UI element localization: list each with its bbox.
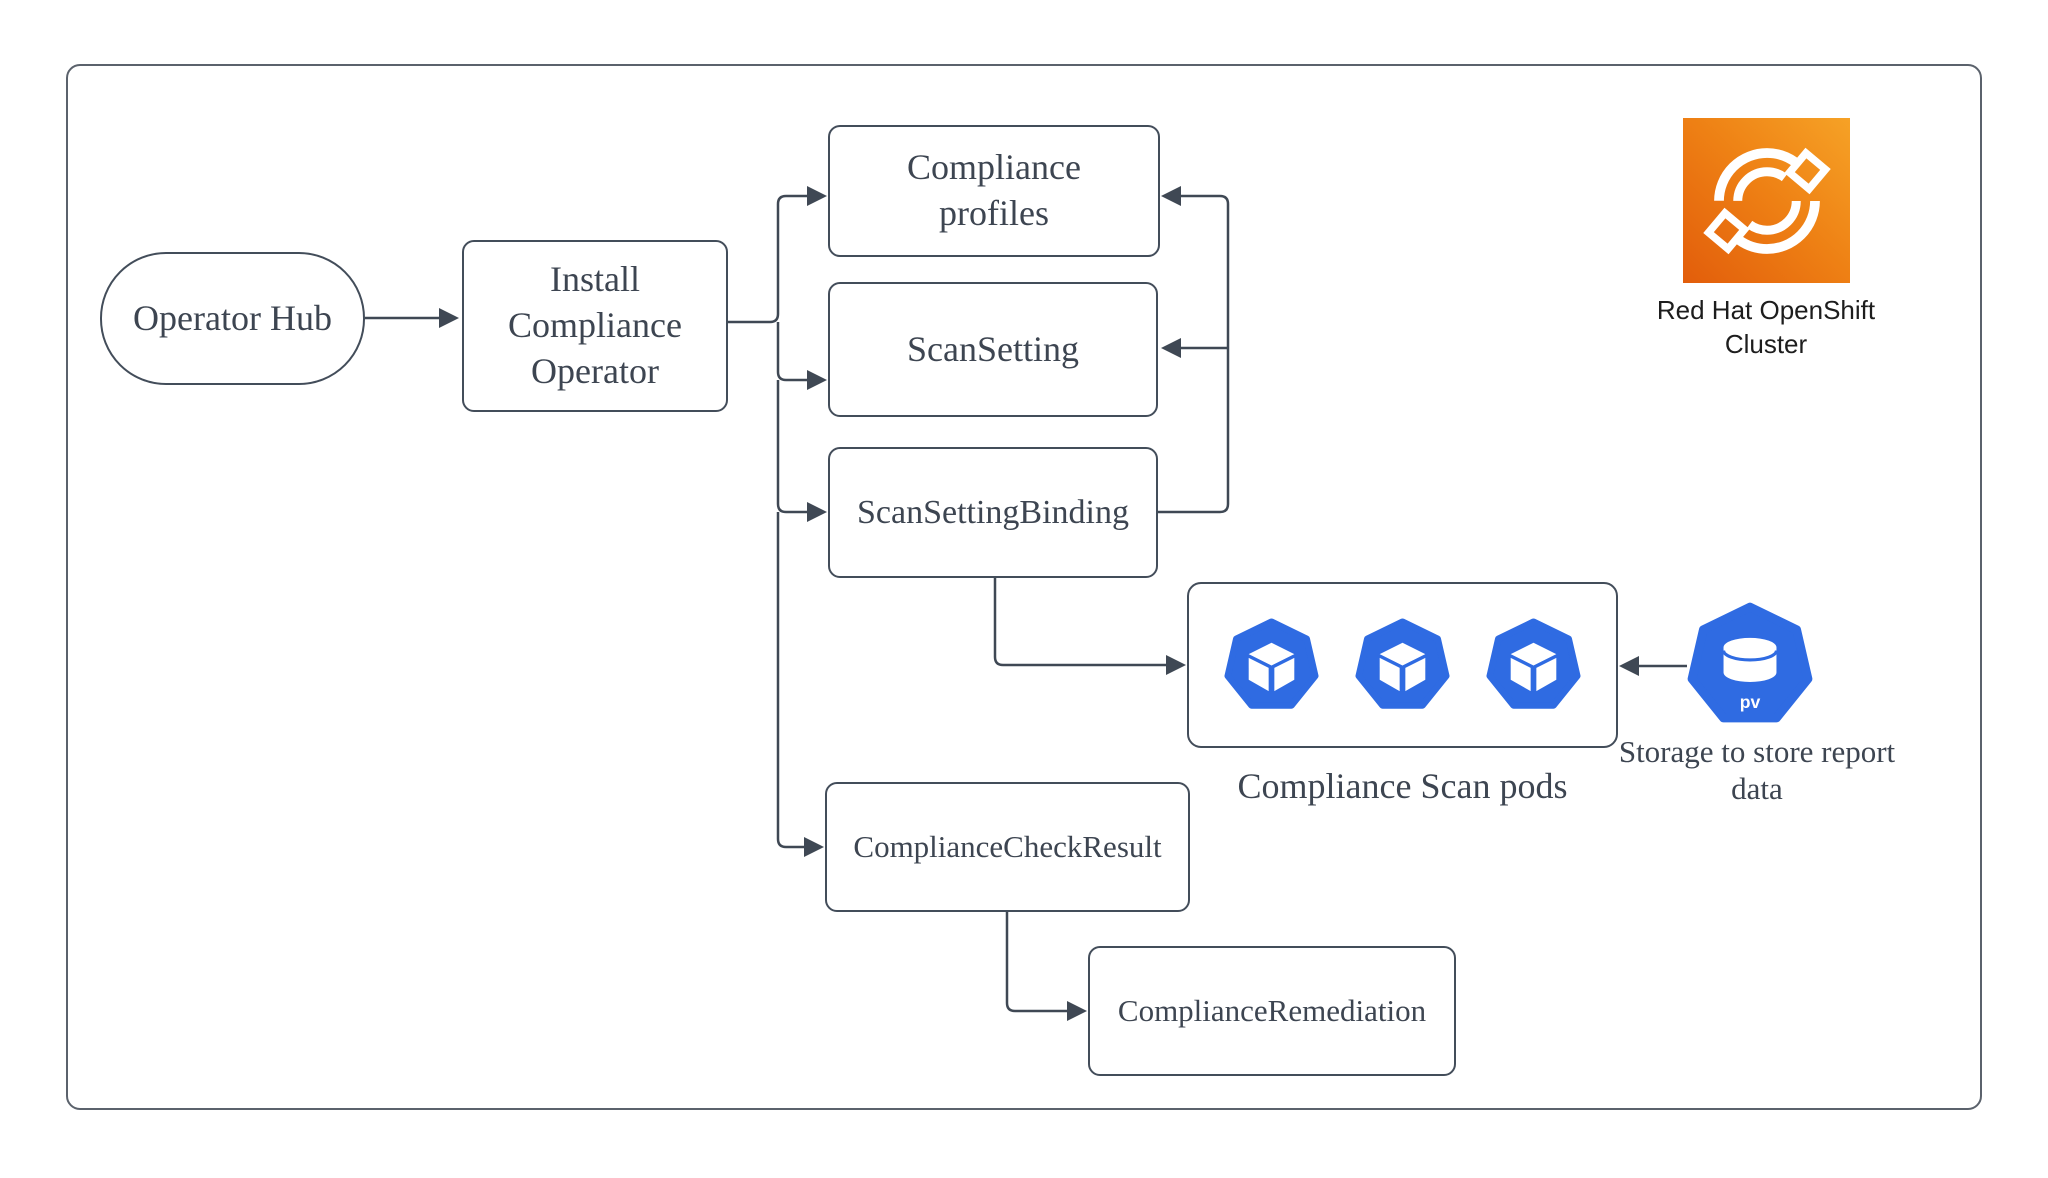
node-checkresult-label: ComplianceCheckResult — [853, 829, 1162, 865]
node-scansettingbinding: ScanSettingBinding — [828, 447, 1158, 578]
node-install-label: Install Compliance Operator — [508, 259, 682, 391]
node-ssbinding-label: ScanSettingBinding — [857, 493, 1129, 531]
cluster-boundary-border — [66, 64, 1982, 1110]
edge-checkresult-to-remediation — [1005, 912, 1087, 1021]
storage-label: Storage to store report data — [1618, 734, 1896, 807]
node-complianceremediation: ComplianceRemediation — [1088, 946, 1456, 1076]
edge-trunk-to-checkresult — [776, 512, 824, 857]
node-operator-hub-label: Operator Hub — [133, 297, 332, 338]
kubernetes-pod-icon — [1486, 617, 1581, 709]
openshift-logo-icon — [1702, 147, 1831, 254]
persistent-volume-storage-icon: pv — [1687, 602, 1813, 723]
node-remediation-label: ComplianceRemediation — [1117, 993, 1427, 1029]
edge-trunk-to-scansetting — [776, 322, 827, 390]
node-compliance-profiles: Compliance profiles — [828, 125, 1160, 257]
node-scansetting-label: ScanSetting — [907, 328, 1079, 369]
edge-ssbinding-to-profiles — [1158, 186, 1230, 514]
node-install-compliance-operator: Install Compliance Operator — [462, 240, 728, 412]
edge-trunk-to-ssbinding — [776, 380, 827, 522]
compliance-scan-pods-label: Compliance Scan pods — [1237, 766, 1568, 806]
edge-install-to-profiles — [728, 186, 827, 324]
compliance-scan-pods-group — [1187, 582, 1618, 748]
node-scansetting: ScanSetting — [828, 282, 1158, 417]
pv-badge: pv — [1740, 692, 1761, 712]
edge-ssbinding-to-pods — [993, 578, 1186, 675]
openshift-logo — [1683, 118, 1850, 283]
openshift-cluster-label: Red Hat OpenShift Cluster — [1656, 295, 1876, 359]
node-operator-hub: Operator Hub — [100, 252, 365, 385]
node-compliancecheckresult: ComplianceCheckResult — [825, 782, 1190, 912]
node-profiles-label: Compliance profiles — [907, 147, 1081, 233]
kubernetes-pod-icon — [1224, 617, 1319, 709]
kubernetes-pod-icon — [1355, 617, 1450, 709]
